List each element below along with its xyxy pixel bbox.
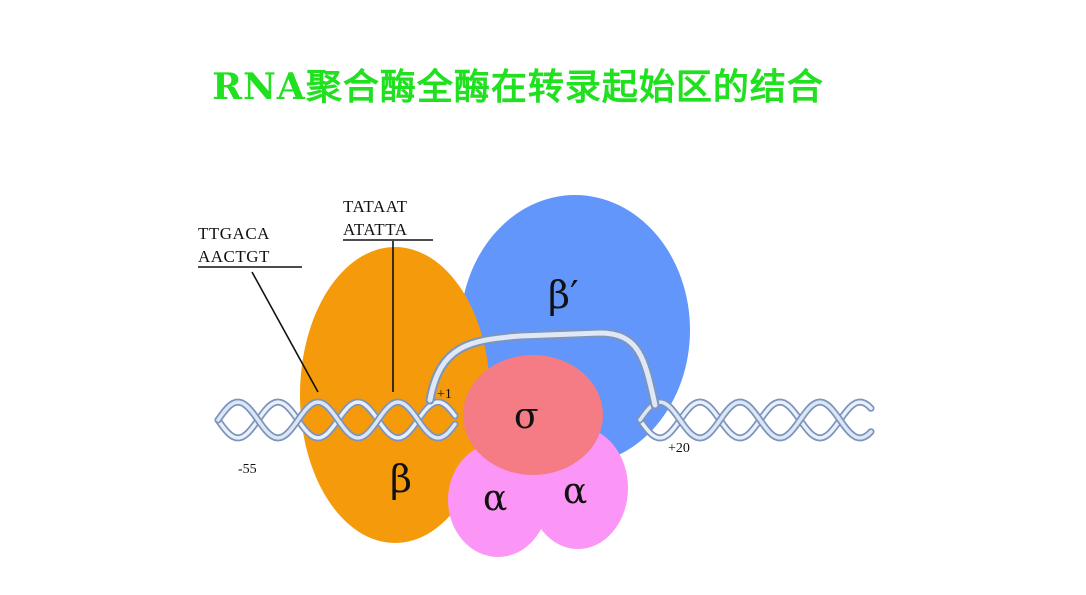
seq-minus35-top: TTGACA <box>198 224 270 243</box>
seq-minus10-bottom: ATATTA <box>343 220 408 239</box>
position-plus1: +1 <box>437 387 452 402</box>
page-title: RNA聚合酶全酶在转录起始区的结合 <box>212 66 824 108</box>
position-plus20: +20 <box>668 441 690 456</box>
seq-minus10-top: TATAAT <box>343 197 408 216</box>
position-minus55: -55 <box>238 462 257 477</box>
pointer-minus35 <box>251 271 319 393</box>
seq-minus35-bottom: AACTGT <box>198 247 270 266</box>
dna-helix <box>214 398 875 442</box>
sigma-subunit <box>463 355 603 475</box>
label-alpha-1: α <box>483 478 507 519</box>
label-beta-prime: β′ <box>548 273 579 317</box>
label-sigma: σ <box>514 396 539 437</box>
label-alpha-2: α <box>563 471 587 512</box>
label-beta: β <box>390 457 412 501</box>
beta-subunit <box>300 247 490 543</box>
